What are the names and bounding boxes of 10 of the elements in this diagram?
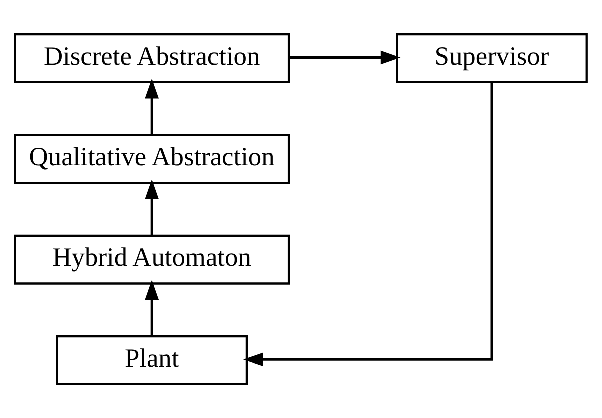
arrow bbox=[145, 280, 160, 336]
arrow bbox=[145, 78, 160, 134]
node-box: Hybrid Automaton bbox=[14, 234, 290, 284]
arrow bbox=[243, 82, 494, 366]
arrow bbox=[289, 50, 401, 64]
node-box: Supervisor bbox=[396, 33, 588, 84]
node-box: Discrete Abstraction bbox=[14, 33, 290, 84]
arrow bbox=[145, 179, 160, 235]
node-box: Qualitative Abstraction bbox=[14, 134, 290, 184]
node-box: Plant bbox=[56, 334, 248, 385]
